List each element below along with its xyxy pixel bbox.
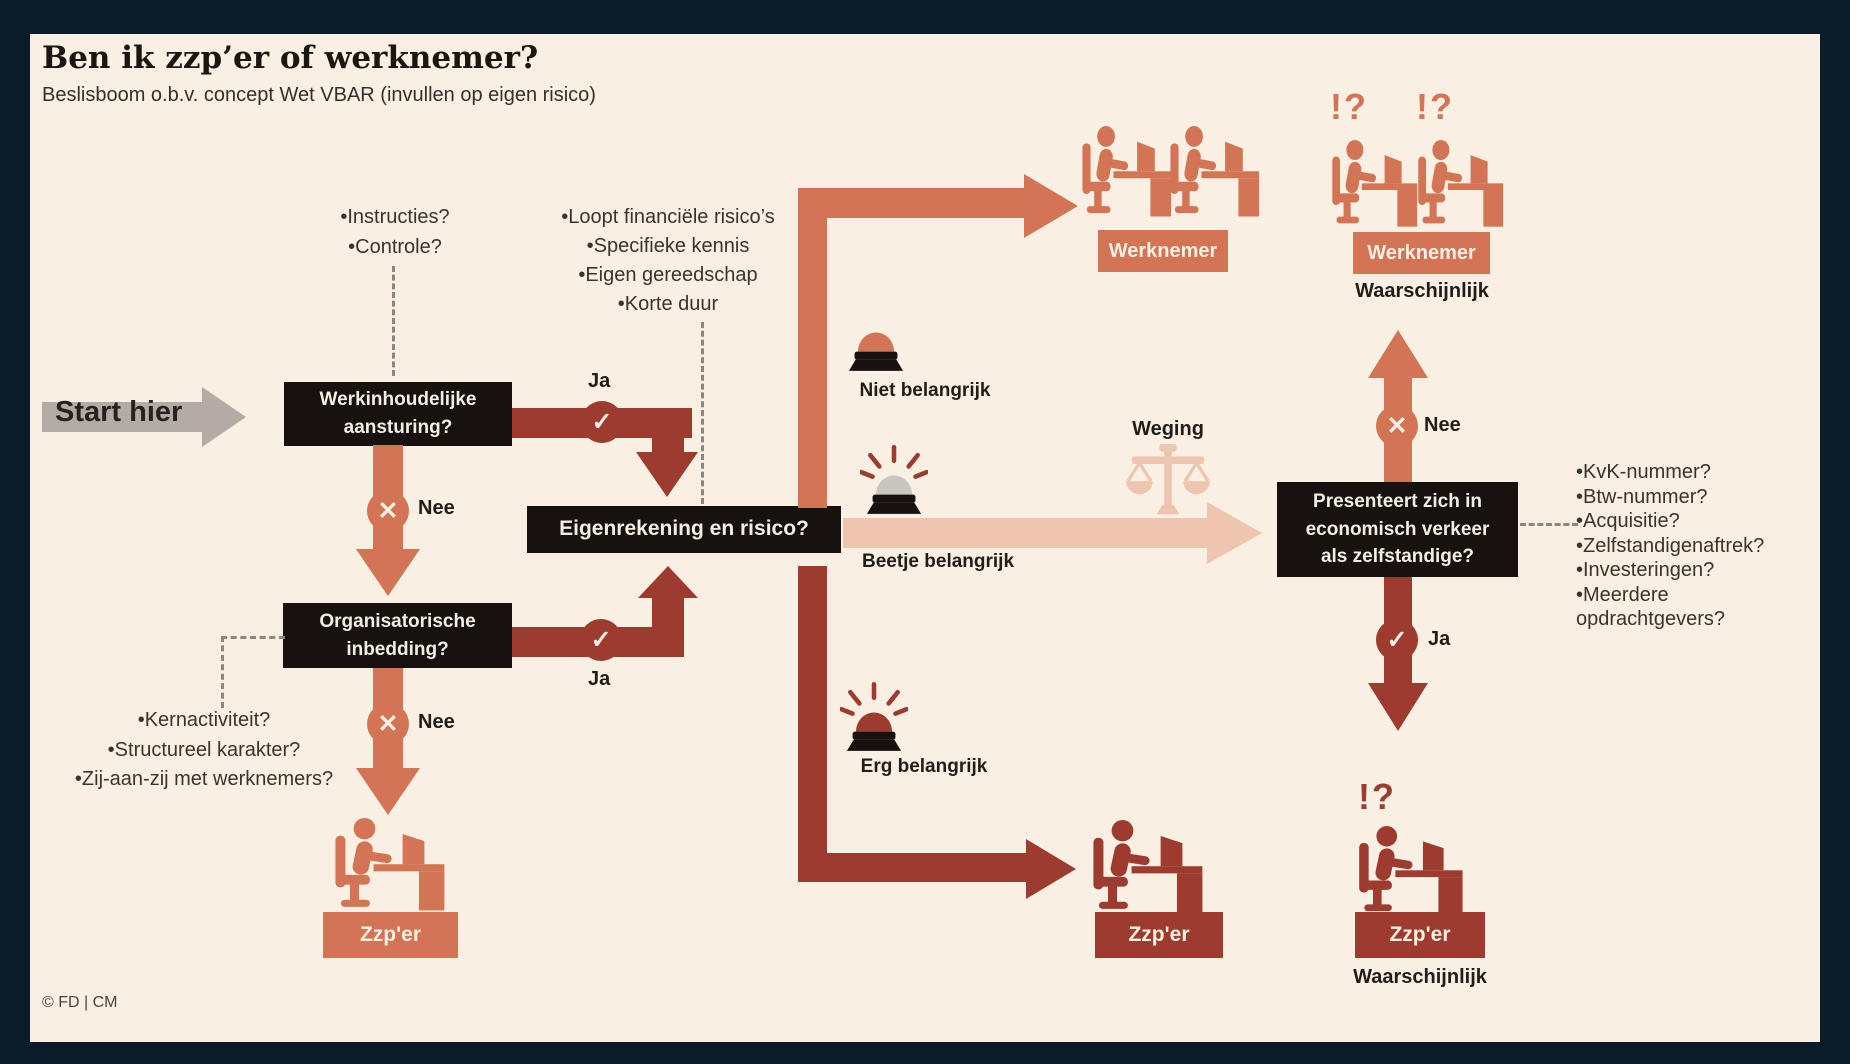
confusion-marks: !?: [1416, 86, 1454, 127]
q3-dashed-connector: [701, 322, 704, 504]
nee-label-1: Nee: [418, 497, 455, 519]
arrow-weging-band: [843, 518, 1207, 548]
arrow-weging-head: [1207, 502, 1262, 564]
nee-label-3: Nee: [1424, 414, 1461, 436]
arrow-ja1-head: [636, 452, 698, 497]
q4-dashed-connector: [1520, 523, 1578, 526]
copyright: © FD | CM: [42, 994, 118, 1011]
q3-note-3: •Eigen gereedschap: [578, 264, 758, 286]
ja-check-circle-2: ✓: [580, 619, 622, 661]
importance-low-label: Niet belangrijk: [859, 380, 991, 401]
arrow-up-werknemer-hbar: [798, 188, 1024, 218]
arrow-ja3-head: [1368, 683, 1428, 731]
q4-note-4: •Zelfstandigenaftrek?: [1576, 534, 1765, 557]
person-at-desk-icon: [1170, 126, 1260, 217]
q4-note-1: •KvK-nummer?: [1576, 461, 1711, 483]
alarm-icon-high: [840, 682, 908, 751]
nee-cross-circle-3: ✕: [1376, 405, 1418, 447]
scales-icon: [1124, 444, 1212, 517]
start-label: Start hier: [55, 396, 183, 428]
q2-note-3: •Zij-aan-zij met werknemers?: [74, 768, 334, 790]
arrow-down-zzper-hbar: [798, 853, 1026, 882]
arrow-down-zzper-vbar: [798, 566, 827, 882]
nee-cross-circle-1: ✕: [367, 490, 409, 532]
arrow-nee1-head: [356, 549, 420, 596]
q2-note-1: •Kernactiviteit?: [137, 709, 271, 731]
ja-check-circle-3: ✓: [1376, 619, 1418, 661]
q4-note-6: •Meerdere: [1576, 583, 1669, 606]
q4-notes: •KvK-nummer? •Btw-nummer? •Acquisitie? •…: [1576, 460, 1816, 632]
importance-high-label: Erg belangrijk: [860, 756, 988, 777]
arrow-up-werknemer-vbar: [798, 214, 827, 508]
zzper-probably-label: Waarschijnlijk: [1353, 966, 1487, 988]
nee-cross-circle-2: ✕: [367, 703, 409, 745]
q3-notes: •Loopt financiële risico’s •Specifieke k…: [518, 203, 818, 319]
ja-label-3: Ja: [1428, 628, 1451, 650]
q2-notes: •Kernactiviteit? •Structureel karakter? …: [54, 706, 354, 795]
arrow-ja1-vbar: [652, 430, 684, 454]
ja-label-1: Ja: [588, 370, 611, 392]
confusion-marks: !?: [1330, 86, 1368, 127]
arrow-nee2-head: [356, 768, 420, 815]
q4-note-5: •Investeringen?: [1576, 559, 1715, 581]
confusion-marks: !?: [1358, 776, 1396, 817]
q4-note-2: •Btw-nummer?: [1576, 485, 1708, 508]
q1-dashed-connector: [392, 266, 395, 376]
q2-dashed-connector-h: [221, 636, 285, 639]
person-at-desk-icon: [1359, 826, 1463, 915]
page-title: Ben ik zzp’er of werknemer?: [42, 40, 539, 76]
ja-check-circle-1: ✓: [581, 401, 623, 443]
arrow-ja2-head: [638, 566, 698, 598]
q3-note-2: •Specifieke kennis: [586, 235, 750, 257]
q2-dashed-connector-v: [221, 636, 224, 708]
werknemer-probably-label: Waarschijnlijk: [1355, 280, 1489, 302]
q1-note-1: •Instructies?: [340, 206, 450, 228]
question-box-presenteert-zich: Presenteert zich in economisch verkeer a…: [1277, 482, 1518, 577]
person-at-desk-icon: [335, 818, 445, 911]
outcome-zzper-2: Zzp'er: [1095, 912, 1223, 958]
outcome-werknemer-2: Werknemer: [1353, 232, 1490, 274]
person-at-desk-icon: [1332, 140, 1418, 227]
arrow-down-zzper-head: [1026, 839, 1076, 899]
person-at-desk-icon: [1082, 126, 1172, 217]
start-arrow-head: [202, 387, 246, 447]
arrow-up-werknemer-head: [1024, 174, 1078, 238]
page-subtitle: Beslisboom o.b.v. concept Wet VBAR (invu…: [42, 84, 596, 106]
arrow-ja2-vbar: [652, 597, 684, 629]
outcome-zzper-1: Zzp'er: [323, 912, 458, 958]
outcome-werknemer-1: Werknemer: [1098, 230, 1228, 272]
outcome-zzper-3: Zzp'er: [1355, 912, 1485, 958]
q4-note-3: •Acquisitie?: [1576, 510, 1680, 532]
start-arrow-body: [42, 402, 202, 432]
person-at-desk-icon: [1093, 820, 1203, 913]
ja-label-2: Ja: [588, 668, 611, 690]
question-box-werkinhoudelijke-aansturing: Werkinhoudelijke aansturing?: [284, 382, 512, 446]
q1-notes: •Instructies? •Controle?: [295, 202, 495, 262]
person-at-desk-icon: [1418, 140, 1504, 227]
infographic-card: Ben ik zzp’er of werknemer? Beslisboom o…: [30, 34, 1820, 1042]
arrow-nee3-head: [1368, 330, 1428, 378]
weging-label: Weging: [1132, 418, 1204, 440]
q1-note-2: •Controle?: [348, 236, 442, 258]
q3-note-4: •Korte duur: [617, 293, 719, 315]
q3-note-1: •Loopt financiële risico’s: [561, 206, 775, 228]
question-box-organisatorische-inbedding: Organisatorische inbedding?: [283, 603, 512, 668]
alarm-icon-mid: [860, 445, 928, 514]
importance-mid-label: Beetje belangrijk: [861, 551, 1015, 572]
nee-label-2: Nee: [418, 711, 455, 733]
alarm-icon-low: [848, 332, 904, 371]
question-box-eigenrekening-en-risico: Eigenrekening en risico?: [527, 506, 841, 553]
q2-note-2: •Structureel karakter?: [107, 738, 301, 761]
q4-note-7: opdrachtgevers?: [1576, 608, 1725, 630]
